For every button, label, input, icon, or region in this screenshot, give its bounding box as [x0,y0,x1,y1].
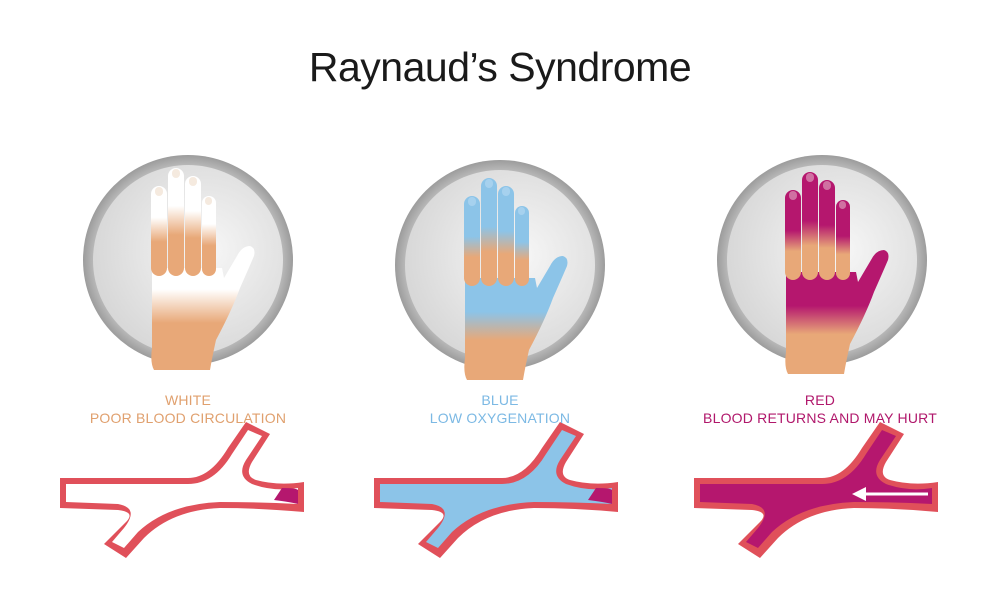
stage-description-red: BLOOD RETURNS AND MAY HURT [703,410,937,426]
stage-blue [374,160,618,558]
stage-label-red: RED [804,392,836,408]
caption-blue: BLUE LOW OXYGENATION [350,391,650,427]
stage-description-white: POOR BLOOD CIRCULATION [89,410,287,426]
vessel-blue [374,422,618,558]
stage-white [60,155,304,558]
stage-label-white: WHITE [164,392,212,408]
stage-description-blue: LOW OXYGENATION [429,410,571,426]
stage-label-blue: BLUE [481,392,519,408]
page-title: Raynaud’s Syndrome [308,44,692,90]
flow-arrow-icon [852,487,928,501]
vessel-white [60,422,304,558]
stage-red [694,155,938,558]
caption-red: RED BLOOD RETURNS AND MAY HURT [670,391,970,427]
vessel-red [694,422,938,558]
caption-white: WHITE POOR BLOOD CIRCULATION [38,391,338,427]
